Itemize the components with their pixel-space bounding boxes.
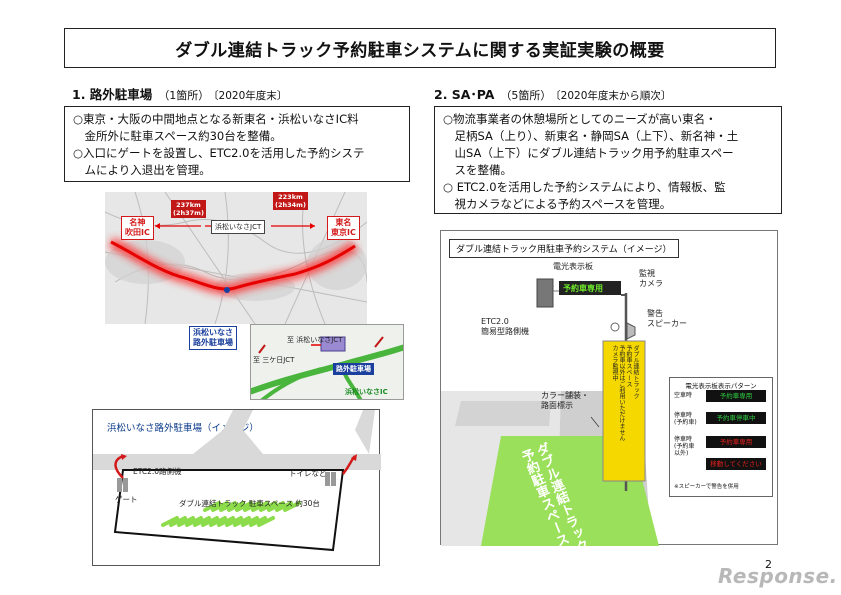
section2-line: ○物流事業者の休憩場所としてのニーズが高い東名・: [443, 112, 717, 126]
section2-line: 山SA（上下）にダブル連結トラック用予約駐車スペー: [443, 146, 734, 160]
route-map: 名神 吹田IC 東名 東京IC 237km (2h37m) 223km (2h3…: [104, 191, 368, 350]
patterns-note: ※スピーカーで警告を併用: [674, 484, 739, 490]
section1-line: ○東京・大阪の中間地点となる新東名・浜松いなさIC料: [73, 112, 359, 126]
page-title: ダブル連結トラック予約駐車システムに関する実証実験の概要: [175, 40, 665, 61]
right-distance-text: 223km (2h34m): [275, 193, 306, 209]
right-ic-text: 東名 東京IC: [331, 218, 356, 237]
page-number: 2: [765, 558, 772, 571]
section2-textbox: ○物流事業者の休憩場所としてのニーズが高い東名・ 足柄SA（上り）、新東名・静岡…: [434, 106, 782, 214]
section1-heading: 1. 路外駐車場 （1箇所）〔2020年度末〕: [72, 84, 287, 103]
center-jct-text: 浜松いなさJCT: [215, 223, 262, 231]
sign-board-label: 電光表示板: [553, 262, 593, 271]
system-caption: ダブル連結トラック用駐車予約システム（イメージ）: [449, 239, 679, 258]
center-jct-label: 浜松いなさJCT: [211, 220, 266, 234]
section1-line: ○入口にゲートを設置し、ETC2.0を活用した予約システ: [73, 146, 365, 160]
inset-ic-label: 浜松いなさIC: [345, 388, 388, 396]
sign-patterns: 電光表示板表示パターン 空車時 予約車専用 停車時 (予約車) 予約車停車中 停…: [669, 377, 773, 497]
section1-line: ムにより入退出を管理。: [73, 163, 211, 177]
parking-space-label: ダブル連結トラック 駐車スペース 約30台: [179, 499, 320, 508]
pattern-display: 予約車専用: [706, 436, 766, 448]
pattern-label: 停車時 (予約車): [674, 412, 697, 426]
site-label: 浜松いなさ 路外駐車場: [189, 326, 237, 350]
right-distance-label: 223km (2h34m): [273, 192, 308, 210]
pattern-display: 予約車専用: [706, 390, 766, 402]
speaker-label: 警告 スピーカー: [647, 309, 687, 328]
parking-toilet-label: トイレなど: [289, 469, 327, 478]
section2-heading: 2. SA･PA （5箇所）〔2020年度末から順次〕: [434, 84, 671, 103]
etc-label: ETC2.0 簡易型路側機: [481, 317, 529, 336]
inset-to-mikkabi: 至 三ケ日JCT: [253, 356, 295, 364]
patterns-title: 電光表示板表示パターン: [685, 382, 757, 390]
pattern-label: 空車時: [674, 392, 693, 399]
left-ic-text: 名神 吹田IC: [125, 218, 150, 237]
section2-year: 〔2020年度末から順次〕: [555, 90, 672, 102]
system-caption-text: ダブル連結トラック用駐車予約システム（イメージ）: [456, 245, 672, 255]
inset-map: 至 浜松いなさJCT 至 三ケ日JCT 路外駐車場 浜松いなさIC: [250, 324, 404, 400]
section2-line: 視カメラなどによる予約スペースを管理。: [443, 197, 672, 211]
pole-banner: ダブル連結トラック 予約車スペース 予約車以外はご利用いただけません カメラ監視…: [611, 345, 639, 441]
section1-title: 1. 路外駐車場: [72, 87, 153, 102]
parking-gate-label: ゲート: [115, 495, 138, 504]
system-diagram: [441, 278, 659, 546]
paving-label: カラー舗装・ 路面標示: [541, 391, 589, 410]
site-text: 浜松いなさ 路外駐車場: [193, 328, 233, 347]
right-ic-label: 東名 東京IC: [327, 216, 360, 240]
section1-textbox: ○東京・大阪の中間地点となる新東名・浜松いなさIC料 金所外に駐車スペース約30…: [64, 106, 410, 182]
parking-etc-label: ETC2.0路側機: [133, 467, 182, 476]
section1-line: 金所外に駐車スペース約30台を整備。: [73, 129, 282, 143]
pattern-display: 予約車停車中: [706, 412, 766, 424]
left-distance-label: 237km (2h37m): [171, 200, 206, 218]
section2-line: ○ ETC2.0を活用した予約システムにより、情報板、監: [443, 180, 726, 194]
section1-year: 〔2020年度末〕: [213, 90, 288, 102]
system-image-box: ダブル連結トラック用駐車予約システム（イメージ） 電光表示板 予約車専用 監視 …: [440, 230, 778, 555]
parking-diagram: [93, 410, 381, 552]
inset-map-graphic: [251, 325, 403, 399]
inset-parking-label: 路外駐車場: [333, 363, 374, 375]
section1-count: （1箇所）: [158, 89, 210, 102]
pattern-display: 移動してください: [706, 458, 766, 470]
parking-image-caption: 浜松いなさ路外駐車場（イメージ）: [107, 423, 259, 434]
left-distance-text: 237km (2h37m): [173, 201, 204, 217]
section2-line: 足柄SA（上り）、新東名・静岡SA（上下）、新名神・土: [443, 129, 739, 143]
section2-title: 2. SA･PA: [434, 87, 495, 102]
pattern-label: 停車時 (予約車 以外): [674, 436, 695, 457]
title-box: ダブル連結トラック予約駐車システムに関する実証実験の概要: [64, 28, 776, 68]
camera-label: 監視 カメラ: [639, 269, 663, 288]
section2-line: スを整備。: [443, 163, 512, 177]
parking-image-box: 浜松いなさ路外駐車場（イメージ） ETC2.0路側機 トイレなど ゲート ダブル…: [92, 409, 381, 566]
left-ic-label: 名神 吹田IC: [121, 216, 154, 240]
sign-text: 予約車専用: [563, 284, 603, 293]
brand-logo: Response.: [718, 564, 838, 588]
section2-count: （5箇所）: [500, 89, 552, 102]
inset-to-jct: 至 浜松いなさJCT: [287, 336, 343, 344]
route-map-graphic: [104, 191, 368, 325]
